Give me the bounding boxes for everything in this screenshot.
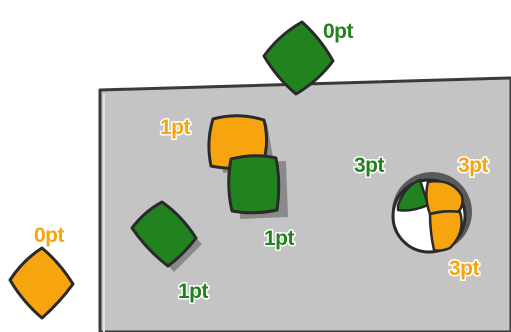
bag-green-lower-left	[130, 200, 202, 272]
label-green-center: 1pt	[264, 227, 295, 250]
bag-in-hole-orange-bottom	[428, 210, 463, 252]
label-green-top: 0pt	[323, 20, 354, 43]
label-green-lower-left: 1pt	[178, 280, 209, 303]
label-orange-left: 0pt	[34, 224, 65, 247]
cornhole-board	[98, 76, 511, 332]
label-orange-hole-bottom: 3pt	[449, 257, 480, 280]
label-orange-center: 1pt	[160, 116, 191, 139]
label-orange-hole-top: 3pt	[458, 154, 489, 177]
bag-orange-left	[8, 246, 75, 320]
bag-green-top	[262, 20, 335, 96]
bag-green-center	[227, 154, 288, 219]
label-green-hole: 3pt	[354, 154, 385, 177]
